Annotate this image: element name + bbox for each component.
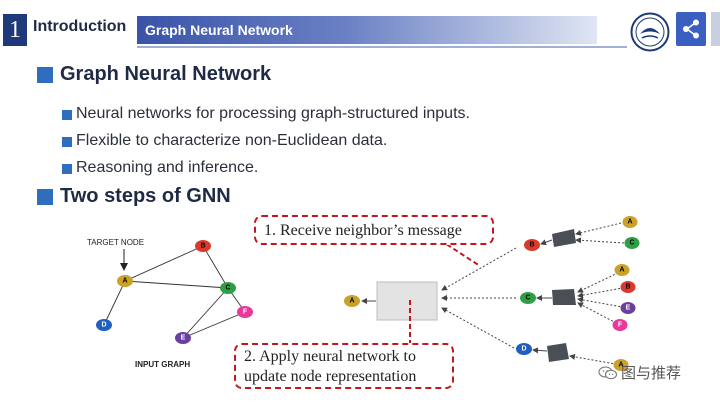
output-node-a: A: [344, 295, 360, 307]
target-node-label: TARGET NODE: [87, 238, 145, 247]
input-graph-nodes: A B C D E F: [96, 240, 253, 344]
svg-text:C: C: [225, 285, 230, 292]
graph-node-d: D: [96, 319, 112, 331]
header-rule: [137, 46, 627, 48]
svg-text:A: A: [349, 298, 354, 305]
message-arrows: [441, 222, 629, 366]
share-icon: [683, 19, 699, 39]
bullet-square: [62, 164, 72, 174]
aggregator-box: [376, 281, 438, 321]
step2-text-line2: update node representation: [244, 368, 417, 385]
layer2-node-c: C: [624, 237, 640, 249]
layer2-node-b: B: [620, 281, 636, 293]
section-label: Introduction: [33, 18, 127, 35]
side-tab: [711, 12, 720, 46]
svg-text:A: A: [618, 362, 623, 369]
heading-bullet-square: [37, 67, 53, 83]
step2-callout: 2. Apply neural network to update node r…: [234, 343, 454, 389]
bullet-item: Flexible to characterize non-Euclidean d…: [76, 132, 388, 149]
step1-callout: 1. Receive neighbor’s message: [254, 215, 494, 245]
nn-box: [552, 289, 576, 305]
layer2-node-f: F: [612, 319, 628, 331]
svg-text:A: A: [627, 219, 632, 226]
step1-text: 1. Receive neighbor’s message: [264, 222, 462, 239]
bullet-item: Reasoning and inference.: [76, 159, 259, 176]
layer1-node-c: C: [520, 289, 576, 305]
share-button[interactable]: [676, 12, 706, 46]
slide-title: Graph Neural Network: [145, 22, 293, 38]
nn-box: [552, 229, 576, 247]
layer2-node-a: A: [613, 359, 629, 371]
watermark: 图与推荐: [598, 362, 681, 383]
university-seal-logo: [630, 12, 670, 52]
layer2-node-e: E: [620, 302, 636, 314]
graph-node-c: C: [220, 282, 236, 294]
layer1-node-b: B: [524, 229, 576, 251]
svg-text:D: D: [521, 346, 526, 353]
watermark-text: 图与推荐: [621, 365, 682, 382]
graph-node-f: F: [237, 306, 253, 318]
svg-text:E: E: [626, 305, 631, 312]
input-graph-label: INPUT GRAPH: [135, 360, 191, 369]
graph-node-e: E: [175, 332, 191, 344]
svg-text:A: A: [619, 267, 624, 274]
svg-text:A: A: [122, 278, 127, 285]
svg-text:E: E: [181, 335, 186, 342]
step2-text-line1: 2. Apply neural network to: [244, 348, 416, 365]
svg-text:F: F: [243, 309, 248, 316]
svg-text:B: B: [200, 243, 205, 250]
layer2-node-a: A: [614, 264, 630, 276]
heading-two-steps: Two steps of GNN: [60, 185, 231, 207]
title-bar: Graph Neural Network: [137, 16, 597, 44]
layer2-nodes: A C A B E F A: [612, 216, 640, 371]
svg-text:B: B: [529, 242, 534, 249]
svg-text:B: B: [625, 284, 630, 291]
nn-box: [547, 343, 569, 362]
graph-node-a: A: [117, 275, 133, 287]
svg-text:F: F: [618, 322, 623, 329]
heading-gnn: Graph Neural Network: [60, 63, 272, 85]
heading-bullet-square: [37, 189, 53, 205]
svg-text:C: C: [629, 240, 634, 247]
wechat-icon: [598, 366, 618, 380]
svg-text:C: C: [525, 295, 530, 302]
bullet-square: [62, 110, 72, 120]
graph-node-b: B: [195, 240, 211, 252]
bullet-item: Neural networks for processing graph-str…: [76, 105, 470, 122]
section-number: 1: [3, 14, 27, 46]
layer2-node-a: A: [622, 216, 638, 228]
svg-text:D: D: [101, 322, 106, 329]
bullet-square: [62, 137, 72, 147]
layer1-node-d: D: [516, 343, 569, 362]
